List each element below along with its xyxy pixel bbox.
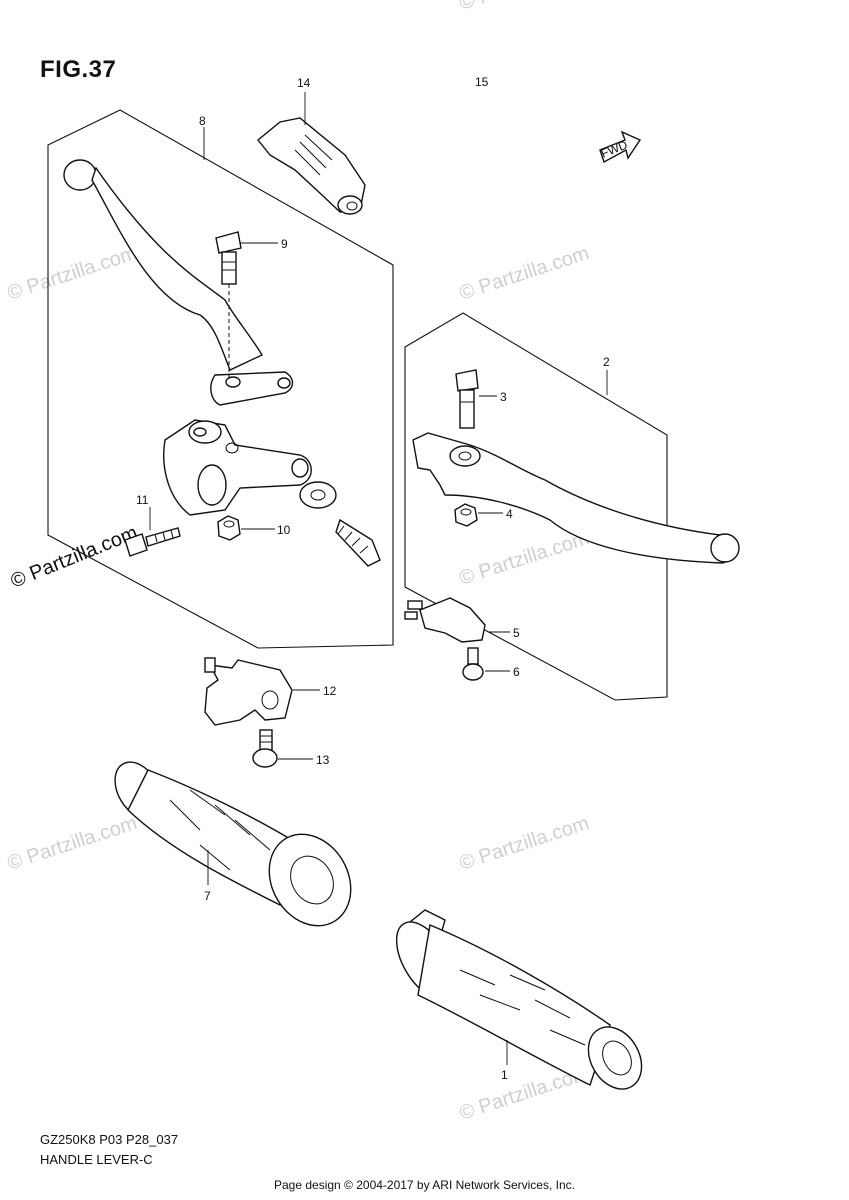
screw-13-part	[252, 729, 278, 768]
part-14	[257, 117, 366, 215]
callout-1: 1	[501, 1068, 508, 1082]
switch-5-part	[404, 597, 486, 643]
bolt-9-part	[215, 231, 242, 380]
callout-14: 14	[297, 76, 311, 90]
nut-4-part	[454, 503, 478, 527]
watermark: © Partzilla.com	[5, 242, 140, 305]
callout-2: 2	[603, 355, 610, 369]
watermark: © Partzilla.com	[457, 812, 592, 875]
figure-code: GZ250K8 P03 P28_037	[40, 1132, 179, 1147]
grip-7-part	[114, 761, 352, 927]
callouts: 1 2 3 4 5 6 7 8 9 10 11 12 13 14 15	[136, 75, 610, 1082]
watermark: © Partzilla.com	[457, 242, 592, 305]
screw-11-part	[124, 527, 181, 557]
callout-8: 8	[199, 114, 206, 128]
leader-lines	[149, 92, 608, 1065]
lever-holder-part	[163, 419, 312, 516]
fwd-label: FWD	[599, 137, 630, 160]
grip-1-part	[395, 909, 643, 1090]
callout-9: 9	[281, 237, 288, 251]
adjuster-part	[299, 481, 381, 567]
page-footer: Page design © 2004-2017 by ARI Network S…	[273, 1178, 575, 1192]
watermark-dark: © Partzilla.com	[8, 522, 141, 593]
watermark: © Partzilla.com	[457, 0, 592, 15]
callout-11: 11	[136, 493, 149, 507]
right-lever-part	[412, 432, 740, 564]
callout-7: 7	[204, 889, 211, 903]
watermark: © Partzilla.com	[5, 812, 140, 875]
nut-10-part	[217, 515, 241, 541]
callout-12: 12	[323, 684, 337, 698]
watermark: © Partzilla.com	[457, 527, 592, 590]
left-lever-part	[63, 159, 294, 406]
callout-6: 6	[513, 665, 520, 679]
figure-title: FIG.37	[40, 56, 117, 83]
bolt-3-part	[455, 369, 479, 429]
callout-15: 15	[475, 75, 489, 89]
figure-caption: HANDLE LEVER-C	[40, 1152, 153, 1167]
assembly-box-2	[404, 312, 668, 701]
assembly-box-8	[47, 109, 394, 649]
callout-4: 4	[506, 507, 513, 521]
switch-12-part	[204, 657, 293, 726]
callout-5: 5	[513, 626, 520, 640]
screw-6-part	[462, 647, 484, 681]
callout-10: 10	[277, 523, 291, 537]
callout-13: 13	[316, 753, 330, 767]
fwd-arrow-icon: FWD	[599, 130, 642, 164]
callout-3: 3	[500, 390, 507, 404]
